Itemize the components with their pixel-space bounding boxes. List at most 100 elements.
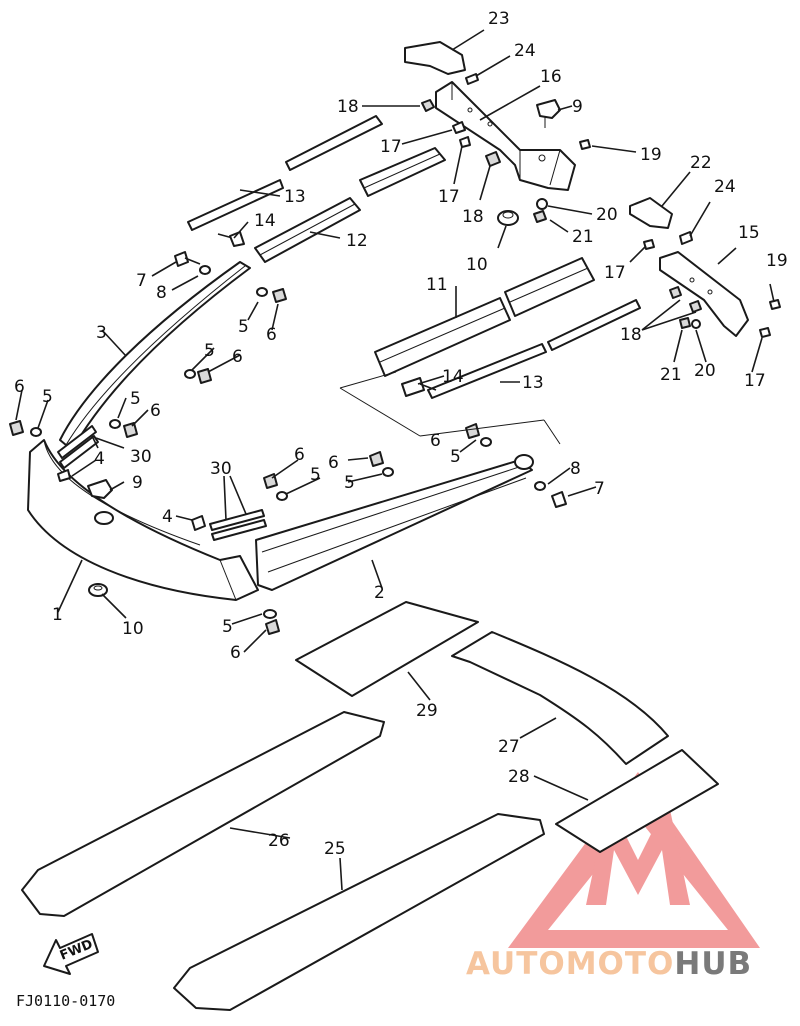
part-3-side-rail	[59, 261, 251, 451]
callout: 6	[14, 377, 25, 397]
leader-lines	[15, 29, 775, 891]
callout: 6	[430, 431, 441, 451]
callout: 4	[162, 507, 173, 527]
part-6-nut-g	[369, 451, 384, 467]
callout: 13	[284, 187, 306, 207]
callout: 6	[266, 325, 277, 345]
part-6-nut-d	[9, 420, 24, 436]
callout: 9	[572, 97, 583, 117]
part-6-nut-h	[465, 423, 480, 439]
callout: 17	[744, 371, 766, 391]
part-5-washer-h	[480, 437, 492, 447]
part-6-nut-e	[265, 619, 280, 635]
part-8-washer-upper	[199, 265, 211, 275]
callout: 17	[604, 263, 626, 283]
callout: 1	[52, 605, 63, 625]
part-27-mat	[451, 631, 669, 765]
part-22-clamp	[629, 197, 673, 229]
callout: 12	[346, 231, 368, 251]
part-24-bolt-right	[679, 231, 693, 245]
callout: 3	[96, 323, 107, 343]
callout: 17	[438, 187, 460, 207]
callout: 8	[156, 283, 167, 303]
callout: 14	[442, 367, 464, 387]
part-7-bolt-upper	[174, 251, 201, 267]
part-17-screw-right-b	[759, 327, 771, 338]
callout: 2	[374, 583, 385, 603]
part-5-washer-b	[184, 369, 196, 379]
part-21-nut-right	[679, 317, 691, 329]
callout: 5	[222, 617, 233, 637]
part-10-grommet-left	[88, 583, 108, 597]
callout: 5	[310, 465, 321, 485]
part-18-nut-right	[669, 286, 702, 313]
part-11-strip-right	[374, 257, 595, 377]
callout: 21	[660, 365, 682, 385]
fwd-arrow-icon: FWD	[43, 933, 99, 975]
callout: 10	[122, 619, 144, 639]
part-30-strip-middle	[209, 509, 267, 541]
callout: 5	[450, 447, 461, 467]
part-9-grommet-top	[536, 99, 561, 128]
part-26-mat	[21, 711, 385, 917]
callout: 30	[130, 447, 152, 467]
callout: 21	[572, 227, 594, 247]
callout: 5	[130, 389, 141, 409]
callout: 16	[540, 67, 562, 87]
part-6-nut-b	[197, 368, 212, 384]
part-29-mat	[295, 601, 479, 697]
callout: 14	[254, 211, 276, 231]
part-28-mat	[555, 749, 719, 853]
watermark-text-part2: HUB	[674, 946, 752, 982]
callout: 24	[514, 41, 536, 61]
part-24-bolt	[465, 73, 479, 85]
callout: 4	[94, 449, 105, 469]
callout: 6	[232, 347, 243, 367]
callout: 7	[594, 479, 605, 499]
part-14-pin-right	[401, 377, 437, 397]
part-20-washer-top	[536, 198, 548, 210]
part-5-washer-e	[263, 609, 277, 619]
part-15-bracket	[659, 251, 749, 337]
part-9-grommet-left	[87, 479, 113, 499]
callout: 17	[380, 137, 402, 157]
callout: 5	[204, 341, 215, 361]
part-25-mat	[173, 813, 545, 1011]
callout: 13	[522, 373, 544, 393]
callout: 18	[462, 207, 484, 227]
part-4-bolt-left	[57, 469, 71, 482]
callout: 6	[294, 445, 305, 465]
callout: 28	[508, 767, 530, 787]
callout: 15	[738, 223, 760, 243]
callout: 9	[132, 473, 143, 493]
callout: 22	[690, 153, 712, 173]
part-5-washer-f	[276, 491, 288, 501]
part-20-washer-right	[691, 319, 701, 329]
part-17-screw-right-a	[643, 239, 655, 250]
callout: 20	[694, 361, 716, 381]
callout: 18	[337, 97, 359, 117]
part-18-nut-mid	[485, 151, 501, 167]
part-16-bracket	[435, 81, 576, 191]
part-5-washer-c	[109, 419, 121, 429]
part-5-washer-d	[30, 427, 42, 437]
part-19-screw-top	[579, 139, 591, 150]
callout: 6	[230, 643, 241, 663]
callout: 23	[488, 9, 510, 29]
callout: 5	[42, 387, 53, 407]
part-2-side-channel	[255, 454, 534, 591]
drawing-code: FJ0110-0170	[16, 992, 115, 1010]
part-23-clamp	[404, 41, 466, 75]
callout: 5	[344, 473, 355, 493]
callout-labels: 23 24 16 18 9 17 19 17 18 22 13 24 20 14…	[14, 9, 788, 859]
callout: 24	[714, 177, 736, 197]
part-5-washer-g	[382, 467, 394, 477]
callout: 7	[136, 271, 147, 291]
callout: 11	[426, 275, 448, 295]
part-1-front-bumper	[27, 439, 259, 601]
callout: 26	[268, 831, 290, 851]
callout: 5	[238, 317, 249, 337]
part-19-screw-right	[769, 299, 781, 310]
callout: 6	[328, 453, 339, 473]
part-14-pin-upper	[217, 231, 245, 247]
